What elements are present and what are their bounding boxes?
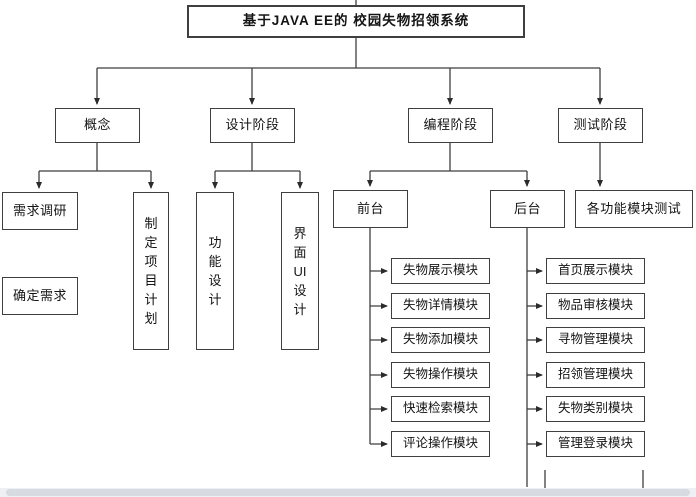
function-design-label: 功能设计 [208,235,222,307]
node-confirm-requirement: 确定需求 [2,277,78,315]
node-module-testing: 各功能模块测试 [575,190,693,228]
horizontal-scrollbar-thumb[interactable] [6,489,690,496]
node-phase-testing: 测试阶段 [558,108,643,143]
node-front-module-search: 快速检索模块 [391,396,490,422]
node-root-title: 基于JAVA EE的 校园失物招领系统 [187,5,525,38]
project-plan-label: 制定项目计划 [144,216,158,326]
horizontal-scrollbar-track[interactable] [0,488,696,497]
node-back-module-seek: 寻物管理模块 [546,327,645,353]
node-requirement-research: 需求调研 [2,192,78,230]
node-frontend: 前台 [333,190,408,228]
node-phase-design: 设计阶段 [210,108,295,143]
node-front-module-operate: 失物操作模块 [391,362,490,388]
node-back-module-claim: 招领管理模块 [546,362,645,388]
ui-design-label: 界面UI设计 [293,225,307,317]
node-project-plan: 制定项目计划 [133,192,169,350]
node-front-module-add: 失物添加模块 [391,327,490,353]
node-back-module-category: 失物类别模块 [546,396,645,422]
node-phase-coding: 编程阶段 [408,108,493,143]
node-back-module-login: 管理登录模块 [546,431,645,457]
node-ui-design: 界面UI设计 [281,192,319,350]
node-front-module-display: 失物展示模块 [391,258,490,284]
node-back-module-home: 首页展示模块 [546,258,645,284]
node-front-module-comment: 评论操作模块 [391,431,490,457]
node-back-module-review: 物品审核模块 [546,293,645,319]
node-backend: 后台 [490,190,565,228]
node-front-module-detail: 失物详情模块 [391,293,490,319]
node-function-design: 功能设计 [196,192,234,350]
node-phase-concept: 概念 [55,108,140,143]
